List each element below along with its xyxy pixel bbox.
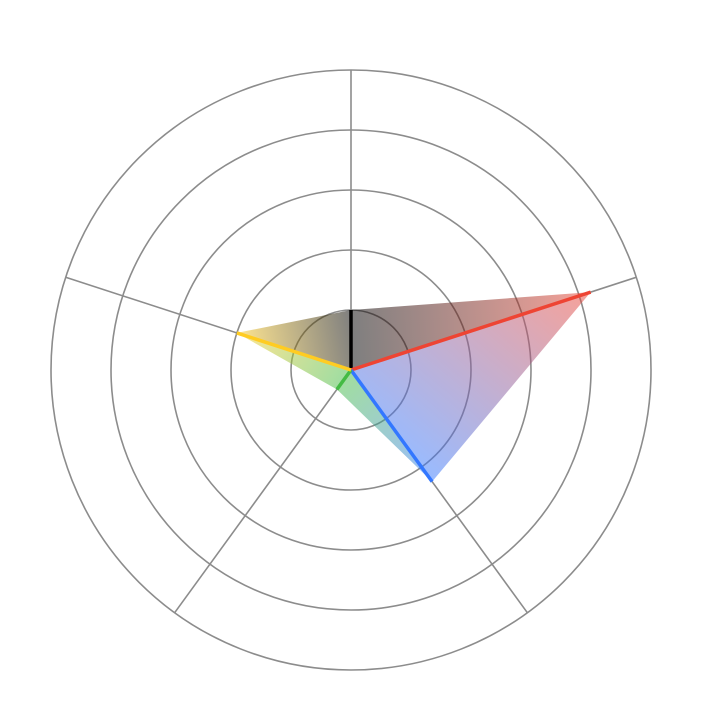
series-area-segment [236, 310, 351, 370]
series-area-segment [336, 370, 433, 482]
series-value-line [350, 290, 592, 372]
series-lines [236, 290, 592, 483]
grid [50, 69, 652, 671]
series-value-line [236, 331, 352, 372]
series-value-line [349, 368, 434, 483]
series-value-line [335, 368, 353, 391]
series-area-segment [236, 332, 351, 390]
series-area-segment [351, 292, 591, 482]
axis-spoke [174, 369, 352, 614]
